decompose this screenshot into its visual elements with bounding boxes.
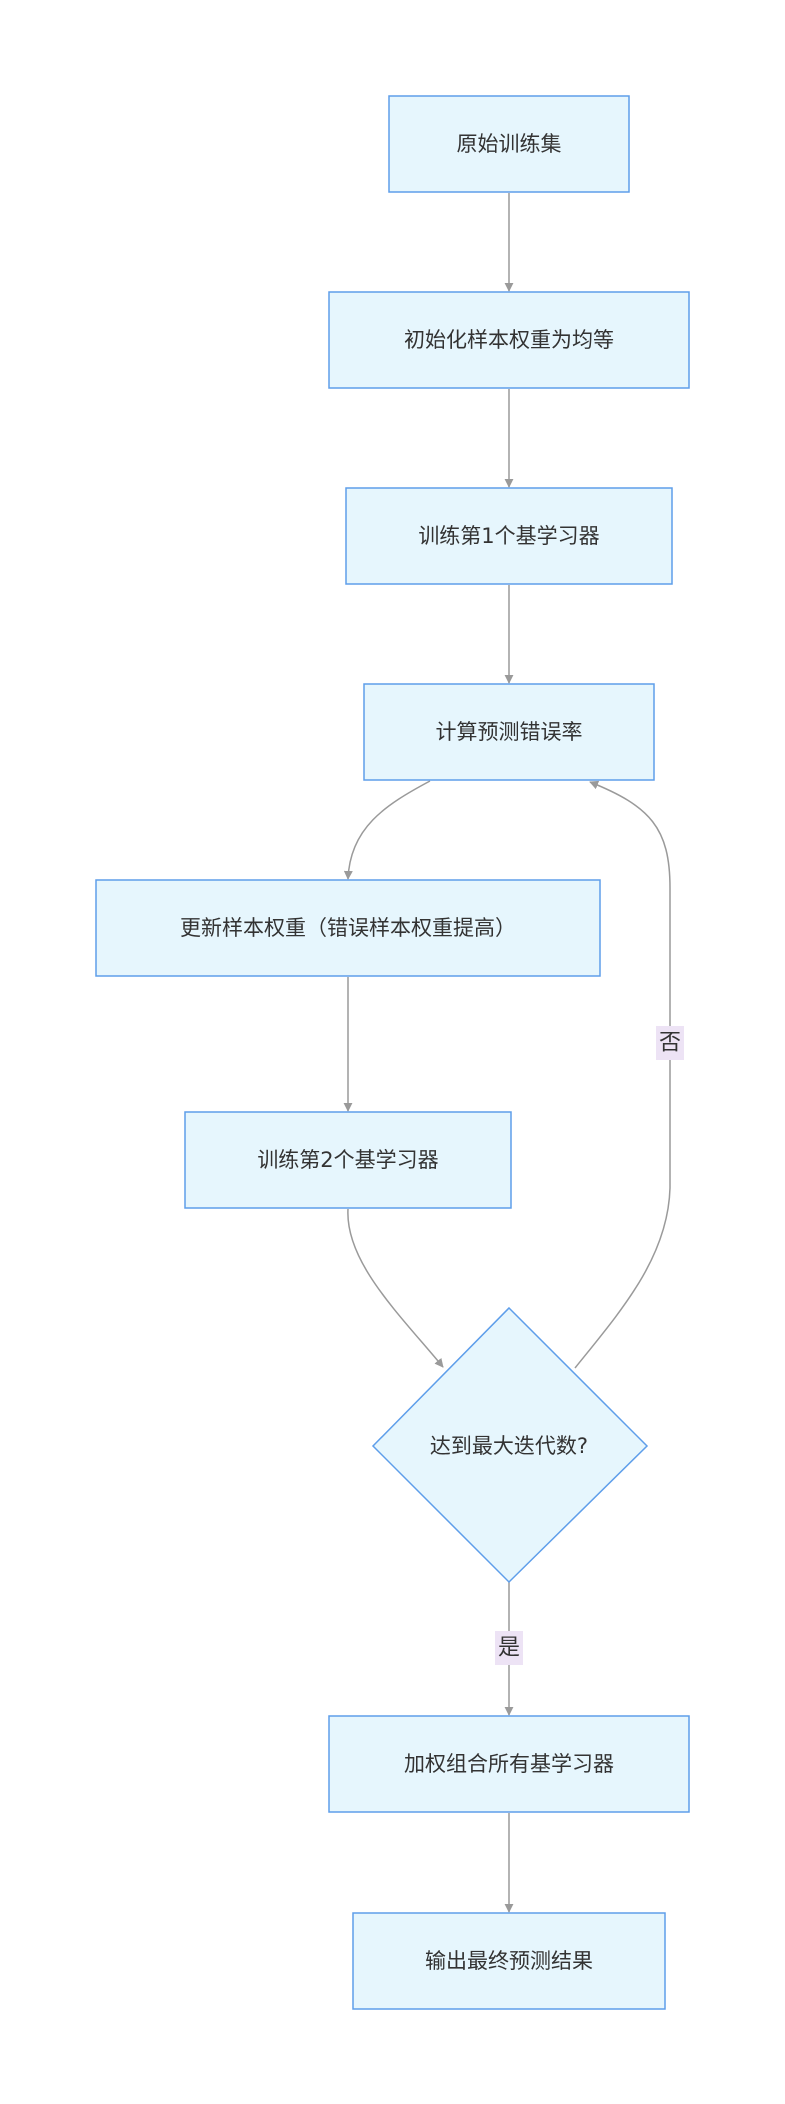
node-train2-label: 训练第2个基学习器 <box>257 1148 438 1172</box>
node-combine: 加权组合所有基学习器 <box>328 1715 690 1813</box>
node-output-label: 输出最终预测结果 <box>425 1949 593 1973</box>
edge-label-yes: 是 <box>495 1631 523 1665</box>
edge-decision-calc <box>574 780 671 1369</box>
node-init-label: 初始化样本权重为均等 <box>404 328 614 352</box>
edge-label-yes-text: 是 <box>498 1636 520 1661</box>
node-update-label: 更新样本权重（错误样本权重提高） <box>180 916 516 940</box>
node-decision: 达到最大迭代数? <box>371 1306 649 1584</box>
edges <box>343 193 671 1913</box>
node-init: 初始化样本权重为均等 <box>328 291 690 389</box>
node-combine-label: 加权组合所有基学习器 <box>404 1752 614 1776</box>
node-train2: 训练第2个基学习器 <box>184 1111 512 1209</box>
node-train1-label: 训练第1个基学习器 <box>418 524 599 548</box>
node-calc: 计算预测错误率 <box>363 683 655 781</box>
node-decision-label: 达到最大迭代数? <box>430 1434 588 1458</box>
edge-calc-update <box>343 780 431 880</box>
node-train1: 训练第1个基学习器 <box>345 487 673 585</box>
node-start: 原始训练集 <box>388 95 630 193</box>
node-output: 输出最终预测结果 <box>352 1912 666 2010</box>
edge-label-no-text: 否 <box>659 1031 681 1056</box>
edge-label-no: 否 <box>656 1026 684 1060</box>
node-start-label: 原始训练集 <box>457 132 562 156</box>
node-calc-label: 计算预测错误率 <box>436 720 583 744</box>
node-update: 更新样本权重（错误样本权重提高） <box>95 879 601 977</box>
edge-train2-decision <box>347 1208 444 1368</box>
